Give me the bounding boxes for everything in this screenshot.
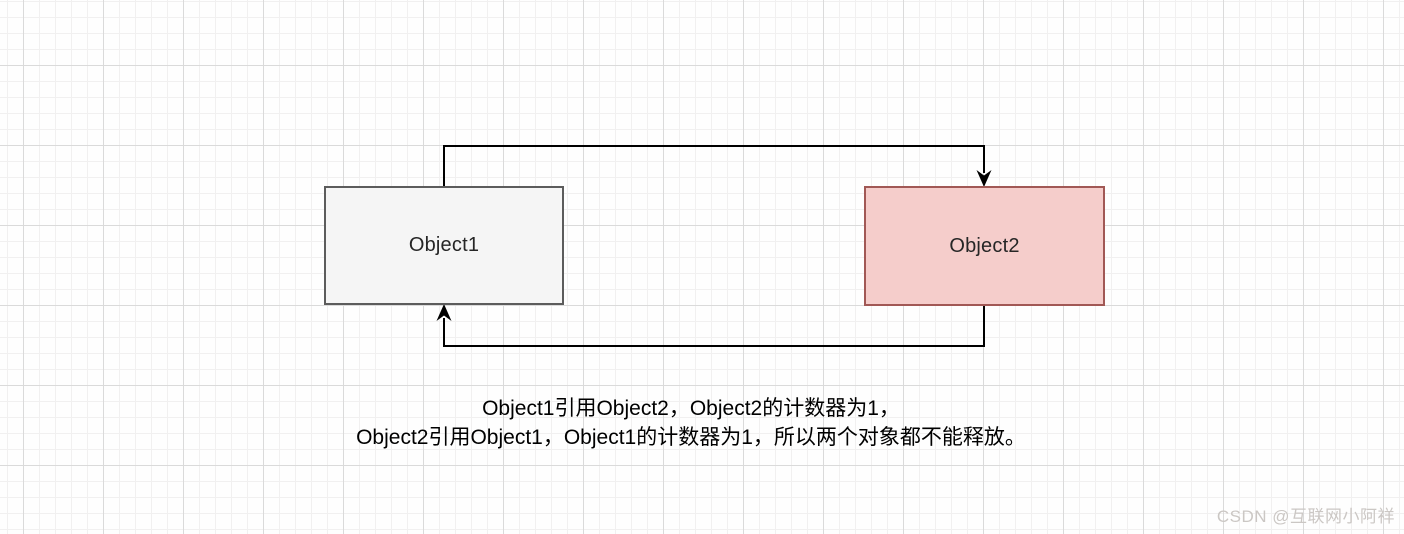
node-object1-label: Object1 [408,234,480,256]
caption: Object1引用Object2，Object2的计数器为1， Object2引… [356,394,1026,452]
arrow-object1-to-object2-head [976,170,992,187]
arrow-object1-to-object2-line [443,145,985,186]
caption-line2: Object2引用Object1，Object1的计数器为1，所以两个对象都不能… [356,426,1026,449]
node-object2-label: Object2 [949,234,1020,257]
watermark: CSDN @互联网小阿祥 [1216,507,1395,526]
arrow-object2-to-object1-head [436,304,452,321]
node-object1: Object1 [324,186,564,305]
node-object2: Object2 [864,186,1105,306]
caption-line1: Object1引用Object2，Object2的计数器为1， [482,397,900,420]
arrow-object2-to-object1-line [443,306,985,347]
